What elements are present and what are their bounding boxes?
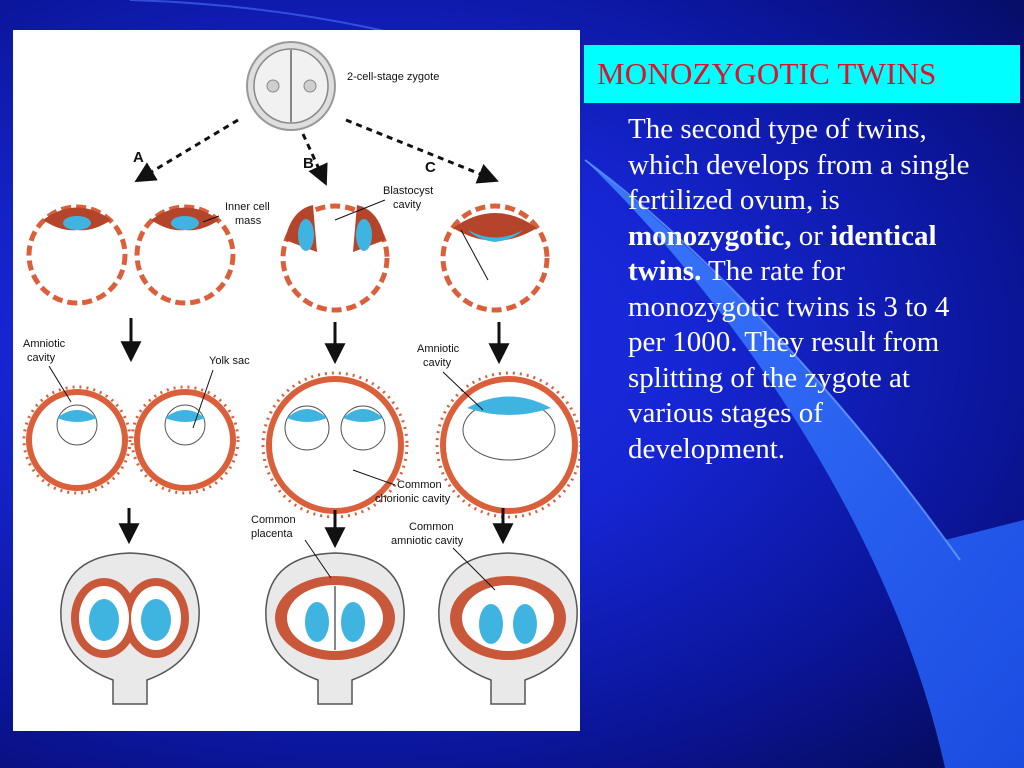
label-chorionic-2: chorionic cavity <box>375 493 451 505</box>
slide-title: MONOZYGOTIC TWINS <box>597 56 937 91</box>
chorion-b <box>261 371 409 519</box>
label-inner-cell-1: Inner cell <box>225 201 270 213</box>
label-yolk-sac: Yolk sac <box>209 355 250 367</box>
label-placenta-1: Common <box>251 514 296 526</box>
twinning-diagram: 2-cell-stage zygote A B C <box>22 41 580 705</box>
chorion-a1 <box>22 385 132 495</box>
label-path-a: A <box>133 149 144 166</box>
arrow-path-a <box>134 118 239 183</box>
label-path-c: C <box>425 159 436 176</box>
embryology-figure: 2-cell-stage zygote A B C <box>13 30 580 731</box>
title-box: MONOZYGOTIC TWINS <box>584 45 1020 103</box>
label-blastocyst-2: cavity <box>393 199 422 211</box>
arrow-path-c <box>345 118 499 184</box>
body-paragraph: The second type of twins, which develops… <box>628 112 973 467</box>
label-common-amniotic-1: Common <box>409 521 454 533</box>
blastocyst-a2 <box>134 204 236 306</box>
uterus-a <box>60 552 200 705</box>
label-blastocyst-1: Blastocyst <box>383 185 433 197</box>
label-placenta-2: placenta <box>251 528 293 540</box>
arrow-path-b <box>301 133 328 186</box>
blastocyst-b <box>280 203 390 313</box>
swoosh-band <box>585 160 1024 768</box>
chorion-a2 <box>130 385 240 495</box>
label-amniotic-left-1: Amniotic <box>23 338 66 350</box>
label-zygote: 2-cell-stage zygote <box>347 71 439 83</box>
body-text-part-2: or <box>791 219 831 252</box>
label-path-b: B <box>303 155 314 172</box>
blastocyst-c <box>440 203 550 313</box>
label-chorionic-1: Common <box>397 479 442 491</box>
label-common-amniotic-2: amniotic cavity <box>391 535 464 547</box>
blastocyst-a1 <box>26 204 128 306</box>
label-amniotic-right-1: Amniotic <box>417 343 460 355</box>
swoosh-edge <box>584 159 961 561</box>
body-text-part-1: The second type of twins, which develops… <box>628 113 970 216</box>
body-bold-monozygotic: monozygotic, <box>628 219 792 252</box>
body-bold-identical-twins: identical twins. <box>628 219 937 288</box>
body-text-part-3: The rate for monozygotic twins is 3 to 4… <box>628 255 950 465</box>
chorion-c <box>435 371 580 519</box>
label-amniotic-right-2: cavity <box>423 357 452 369</box>
uterus-c <box>438 552 578 705</box>
uterus-b <box>265 552 405 705</box>
label-amniotic-left-2: cavity <box>27 352 56 364</box>
label-inner-cell-2: mass <box>235 215 262 227</box>
zygote-cell <box>246 41 336 131</box>
